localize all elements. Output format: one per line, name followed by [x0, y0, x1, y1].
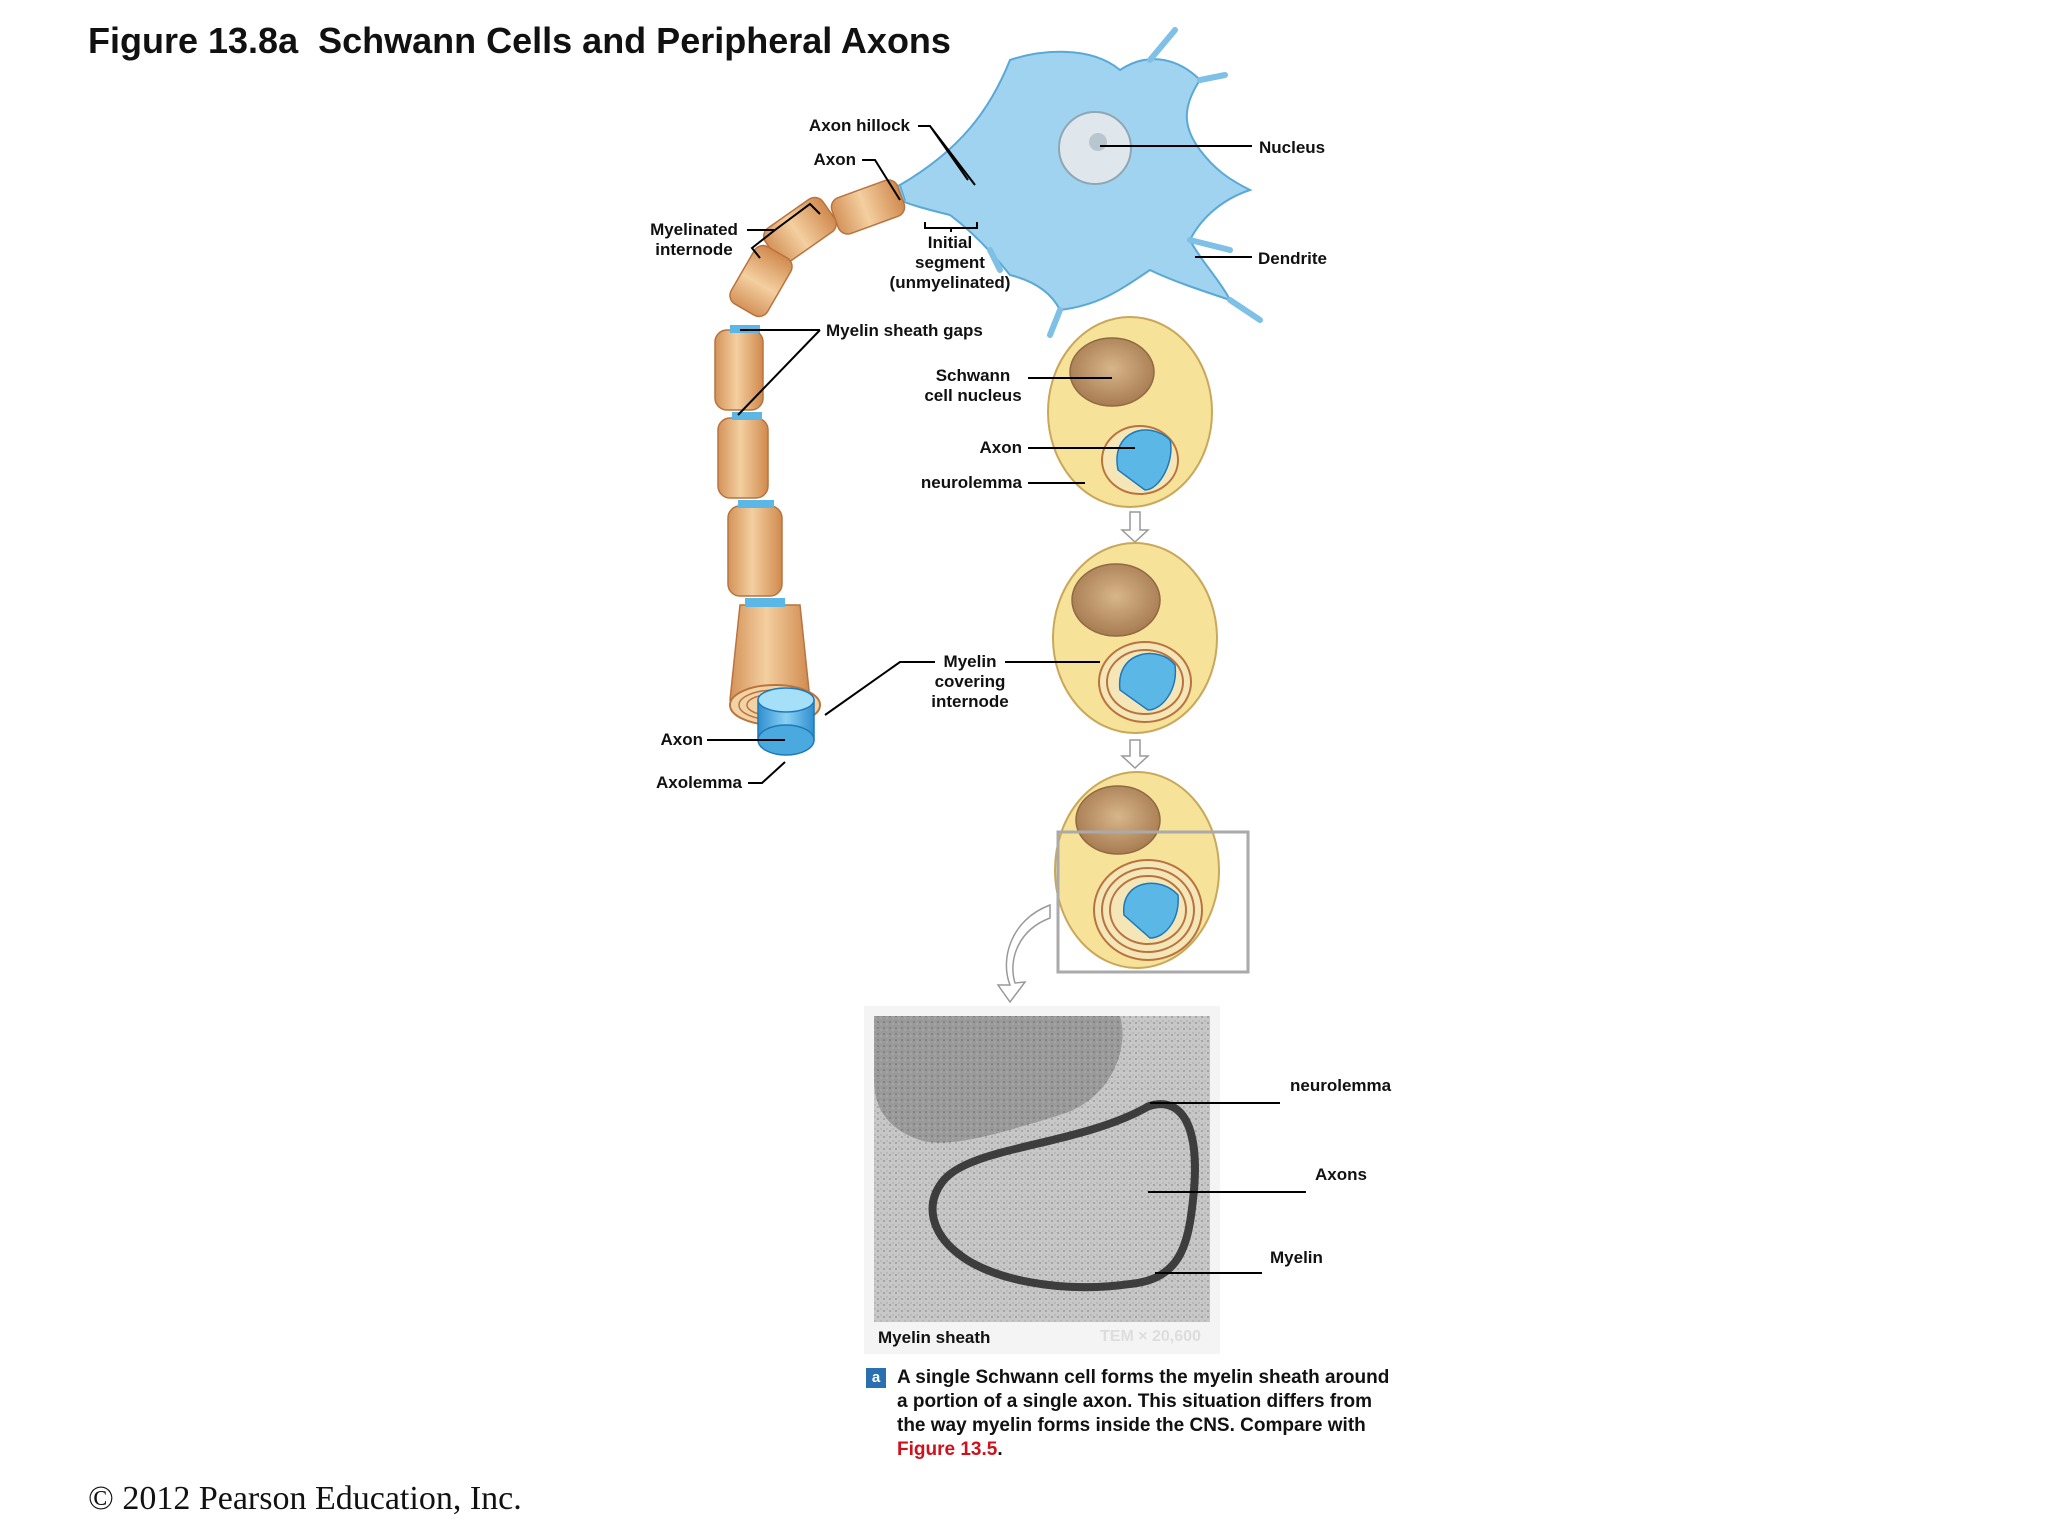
schwann-cell-stage-1 [1047, 316, 1213, 508]
myelinated-axon [714, 179, 906, 756]
tem-scale: TEM × 20,600 [1100, 1328, 1201, 1345]
tem-label-myelin-sheath: Myelin sheath [878, 1328, 991, 1347]
label-schwann-nucleus-line1: Schwann [935, 366, 1011, 385]
label-axon-top: Axon [813, 150, 857, 169]
label-myelin-covering-internode: Myelin covering internode [920, 652, 1020, 712]
down-arrow-icon [1120, 739, 1150, 770]
label-axons-tem: Axons [1315, 1165, 1367, 1184]
label-schwann-cell-nucleus: Schwann cell nucleus [918, 366, 1028, 406]
label-initial-segment-line3: (unmyelinated) [889, 273, 1011, 292]
schwann-cell-stage-3 [1054, 771, 1250, 974]
caption-end: . [997, 1439, 1003, 1460]
label-axon-mid: Axon [979, 438, 1023, 457]
copyright-notice: © 2012 Pearson Education, Inc. [88, 1480, 522, 1517]
zoom-box [1056, 830, 1250, 974]
label-neurolemma-top: neurolemma [920, 473, 1022, 492]
label-myelin-covering-line2: covering [934, 672, 1006, 691]
label-axon-bottom: Axon [660, 730, 704, 749]
label-initial-segment-line1: Initial [927, 233, 973, 252]
tem-micrograph [864, 1006, 1220, 1354]
label-initial-segment-line2: segment [915, 253, 985, 272]
schwann-cell-stage-2 [1052, 542, 1218, 734]
figure-caption: A single Schwann cell forms the myelin s… [897, 1366, 1397, 1462]
label-myelin-sheath-gaps: Myelin sheath gaps [826, 321, 983, 340]
label-myelinated-internode: Myelinated internode [644, 220, 744, 260]
down-arrow-icon [1120, 511, 1150, 544]
label-initial-segment: Initial segment (unmyelinated) [880, 233, 1020, 293]
label-myelin-covering-line3: internode [931, 692, 1009, 711]
label-nucleus: Nucleus [1259, 138, 1326, 157]
label-neurolemma-tem: neurolemma [1290, 1076, 1392, 1095]
label-axon-hillock: Axon hillock [808, 116, 910, 135]
label-myelinated-internode-line2: internode [655, 240, 733, 259]
label-schwann-nucleus-line2: cell nucleus [924, 386, 1022, 405]
label-dendrite: Dendrite [1258, 249, 1327, 268]
leader-lines [707, 125, 1306, 1274]
label-myelin-covering-line1: Myelin [943, 652, 997, 671]
figure-title: Figure 13.8a Schwann Cells and Periphera… [88, 20, 951, 61]
zoom-arrow-icon [996, 903, 1051, 1004]
figure-13-5-link[interactable]: Figure 13.5 [897, 1439, 998, 1460]
label-axolemma: Axolemma [656, 773, 742, 792]
label-myelinated-internode-line1: Myelinated [650, 220, 738, 239]
label-myelin-tem: Myelin [1270, 1248, 1323, 1267]
caption-badge: a [866, 1368, 886, 1388]
caption-text: A single Schwann cell forms the myelin s… [897, 1367, 1390, 1436]
